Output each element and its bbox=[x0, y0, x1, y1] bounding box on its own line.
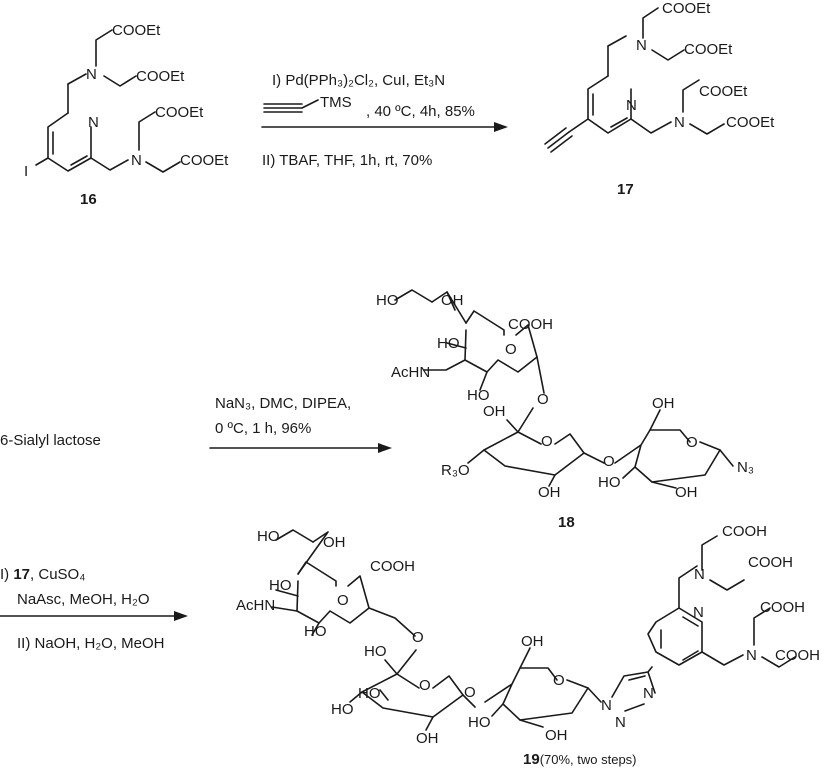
c17-ester-1: COOEt bbox=[662, 0, 711, 17]
step1-line1: I) Pd(PPh₃)₂Cl₂, CuI, Et₃N bbox=[272, 72, 445, 89]
s19-ho-low: HO bbox=[304, 623, 327, 640]
step2-line1: NaN₃, DMC, DIPEA, bbox=[215, 395, 351, 412]
c17-n1: N bbox=[636, 37, 647, 54]
s19-cooh-2: COOH bbox=[748, 554, 793, 571]
s19-ho-top: HO bbox=[257, 528, 280, 545]
s19-tz-n1: N bbox=[601, 697, 612, 714]
step1-line2: , 40 ºC, 4h, 85% bbox=[366, 103, 475, 120]
s19-ho-mid: HO bbox=[269, 577, 292, 594]
s19-oh-gal2: OH bbox=[416, 730, 439, 747]
s18-ho-mid: HO bbox=[437, 335, 460, 352]
s19-ring-o2: O bbox=[419, 677, 431, 694]
s19-oh-gal6: HO bbox=[364, 643, 387, 660]
compound-18: HO OH COOH HO AcHN O HO O O OH R₃O OH O … bbox=[376, 289, 754, 531]
s18-ring-o1: O bbox=[505, 341, 517, 358]
c17-n2: N bbox=[674, 114, 685, 131]
compound-18-label: 18 bbox=[558, 514, 575, 531]
c17-ester-2: COOEt bbox=[684, 41, 733, 58]
s18-oh-gal2: OH bbox=[538, 484, 561, 501]
c16-ester-1: COOEt bbox=[112, 22, 161, 39]
s19-amine-n1: N bbox=[694, 566, 705, 583]
s18-ho-top: HO bbox=[376, 292, 399, 309]
c16-ester-3: COOEt bbox=[155, 104, 204, 121]
s18-achn: AcHN bbox=[391, 364, 430, 381]
s18-ho-glc: HO bbox=[598, 474, 621, 491]
s19-amine-n2: N bbox=[746, 647, 757, 664]
c17-py-n: N bbox=[626, 97, 637, 114]
s19-oh-top: OH bbox=[323, 534, 346, 551]
s18-oh-top: OH bbox=[441, 292, 464, 309]
s19-ring-o3: O bbox=[553, 672, 565, 689]
step3-line3: II) NaOH, H₂O, MeOH bbox=[17, 635, 165, 652]
compound-19-label: 19(70%, two steps) bbox=[523, 751, 637, 768]
step2-arrowhead bbox=[378, 443, 392, 453]
compound-17-label: 17 bbox=[617, 181, 634, 198]
s18-link-o: O bbox=[537, 391, 549, 408]
step3-arrowhead bbox=[174, 611, 188, 621]
c16-n1: N bbox=[86, 66, 97, 83]
s19-ho-glc: HO bbox=[468, 714, 491, 731]
step2-conditions: 6-Sialyl lactose NaN₃, DMC, DIPEA, 0 ºC,… bbox=[0, 395, 392, 453]
s18-oh-gal6: OH bbox=[483, 403, 506, 420]
c16-iodo: I bbox=[24, 163, 28, 180]
compound-19: HO OH COOH HO AcHN O HO O O HO HO OH O H… bbox=[236, 523, 820, 768]
start-material: 6-Sialyl lactose bbox=[0, 432, 101, 449]
step1-arrowhead bbox=[494, 122, 508, 132]
step1-line3: II) TBAF, THF, 1h, rt, 70% bbox=[262, 152, 432, 169]
s18-oh-glc6: OH bbox=[652, 395, 675, 412]
compound-16: N N COOEt COOEt N COOEt COOEt I 16 bbox=[24, 22, 229, 208]
s18-r3o: R₃O bbox=[441, 462, 470, 479]
s19-link-o: O bbox=[412, 629, 424, 646]
s19-tz-n3: N bbox=[615, 714, 626, 731]
compound-17: N N COOEt COOEt N COOEt COOEt 17 bbox=[544, 0, 775, 198]
step1-tms: TMS bbox=[320, 94, 352, 111]
step2-line2: 0 ºC, 1 h, 96% bbox=[215, 420, 311, 437]
step3-line1: I) 17, CuSO₄ bbox=[0, 566, 85, 583]
c16-ester-2: COOEt bbox=[136, 68, 185, 85]
s19-cooh-1: COOH bbox=[722, 523, 767, 540]
s19-ho-gal3: HO bbox=[358, 685, 381, 702]
compound-16-label: 16 bbox=[80, 191, 97, 208]
s19-ho-gal4: HO bbox=[331, 701, 354, 718]
s19-oh-glc6: OH bbox=[521, 633, 544, 650]
step1-conditions: I) Pd(PPh₃)₂Cl₂, CuI, Et₃N TMS , 40 ºC, … bbox=[261, 72, 508, 169]
s19-cooh: COOH bbox=[370, 558, 415, 575]
s19-py-n: N bbox=[693, 604, 704, 621]
step3-line2: NaAsc, MeOH, H₂O bbox=[17, 591, 150, 608]
c16-ester-4: COOEt bbox=[180, 152, 229, 169]
s19-cooh-4: COOH bbox=[775, 647, 820, 664]
s18-ho-low: HO bbox=[467, 387, 490, 404]
step3-conditions: I) 17, CuSO₄ NaAsc, MeOH, H₂O II) NaOH, … bbox=[0, 566, 188, 652]
s19-ring-o1: O bbox=[337, 592, 349, 609]
s19-oh-glc2: OH bbox=[545, 727, 568, 744]
s18-ring-o2: O bbox=[541, 433, 553, 450]
s19-achn: AcHN bbox=[236, 597, 275, 614]
c17-ester-4: COOEt bbox=[726, 114, 775, 131]
s18-cooh: COOH bbox=[508, 316, 553, 333]
s19-link-o2: O bbox=[464, 684, 476, 701]
s18-n3: N₃ bbox=[737, 459, 754, 476]
s18-ring-o3: O bbox=[686, 434, 698, 451]
s19-cooh-3: COOH bbox=[760, 599, 805, 616]
c16-py-n: N bbox=[88, 114, 99, 131]
s18-oh-glc2: OH bbox=[675, 484, 698, 501]
c16-n2: N bbox=[131, 152, 142, 169]
s18-link-o2: O bbox=[603, 453, 615, 470]
s19-tz-n2: N bbox=[643, 685, 654, 702]
c17-ester-3: COOEt bbox=[699, 83, 748, 100]
